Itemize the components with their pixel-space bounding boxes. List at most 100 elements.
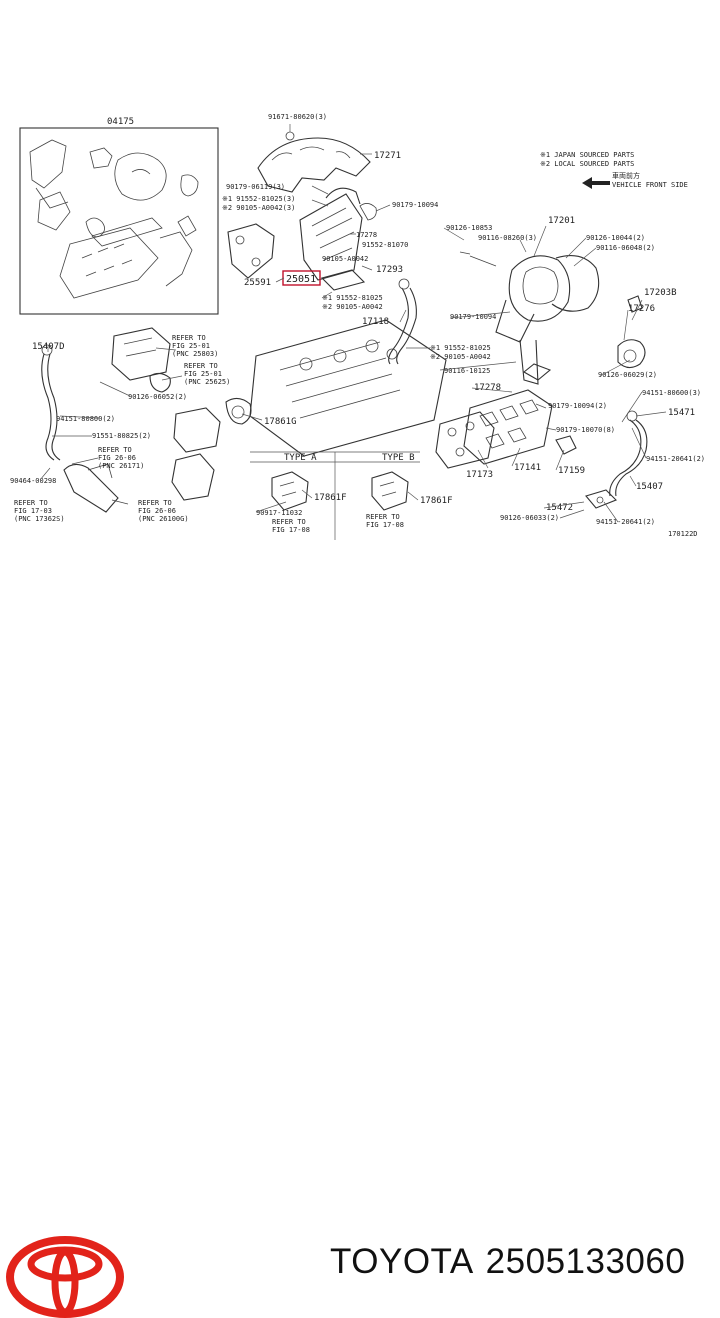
inset-label: 04175: [107, 117, 134, 127]
label-17276: 17276: [628, 304, 655, 314]
type-b-label: TYPE B: [382, 453, 415, 463]
legend-front: VEHICLE FRONT SIDE: [612, 181, 688, 189]
footer: TOYOTA 2505133060: [0, 610, 720, 1318]
inset-04175: 04175: [19, 117, 219, 315]
label-91552d: ※1 91552-81025: [430, 344, 491, 352]
label-90105b: 90105-A0042: [322, 255, 368, 263]
type-panels: TYPE A TYPE B: [250, 451, 420, 540]
ref1-b: FIG 25-01: [172, 342, 210, 350]
label-94151b: 94151-20641(2): [646, 455, 705, 463]
ref7-b: FIG 17-08: [366, 521, 404, 529]
label-91671: 91671-80620(3): [268, 113, 327, 121]
highlighted-part-25051: 25051: [282, 270, 321, 286]
label-90116a: 90116-08260(3): [478, 234, 537, 242]
label-91551: 91551-80825(2): [92, 432, 151, 440]
label-17203b: 17203B: [644, 288, 677, 298]
label-90105c: ※2 90105-A0042: [322, 303, 383, 311]
legend-local: ※2 LOCAL SOURCED PARTS: [540, 160, 634, 168]
label-15471: 15471: [668, 408, 695, 418]
label-17271: 17271: [374, 151, 401, 161]
label-17141: 17141: [514, 463, 541, 473]
legend: ※1 JAPAN SOURCED PARTS ※2 LOCAL SOURCED …: [540, 151, 688, 189]
ref2-a: REFER TO: [184, 362, 218, 370]
label-90116c: 90116-10125: [444, 367, 490, 375]
leader-lines: [39, 185, 667, 523]
oil-pipe-15407: [585, 410, 648, 509]
ref7-a: REFER TO: [366, 513, 400, 521]
label-90116b: 90116-06048(2): [596, 244, 655, 252]
label-17278b: 17278: [474, 383, 501, 393]
label-15472: 15472: [546, 503, 573, 513]
type-a-label: TYPE A: [284, 453, 317, 463]
ref1-c: (PNC 25803): [172, 350, 218, 358]
part-17159: [555, 435, 577, 455]
ref2-c: (PNC 25625): [184, 378, 230, 386]
front-arrow-icon: [582, 177, 610, 189]
label-17861g: 17861G: [264, 417, 297, 427]
label-94151d: 94151-80800(2): [56, 415, 115, 423]
label-17861f-b: 17861F: [420, 496, 453, 506]
toyota-logo-icon: [6, 1236, 124, 1318]
gasket-17173: [435, 411, 495, 469]
egr-assembly: [111, 327, 252, 501]
part-labels: 91671-80620(3) 17271 90179-06119(3) ※1 9…: [10, 113, 705, 538]
label-90917: 90917-11032: [256, 509, 302, 517]
ref6-a: REFER TO: [272, 518, 306, 526]
label-90126e: 90126-06052(2): [128, 393, 187, 401]
ref3-b: FIG 26-06: [98, 454, 136, 462]
label-17278a: 17278: [356, 231, 377, 239]
ref3-a: REFER TO: [98, 446, 132, 454]
ref2-b: FIG 25-01: [184, 370, 222, 378]
label-91552a: ※1 91552-81025(3): [222, 195, 295, 203]
label-90179e: 90179-10070(8): [556, 426, 615, 434]
label-90179b: 90179-10094: [392, 201, 438, 209]
legend-japan: ※1 JAPAN SOURCED PARTS: [540, 151, 634, 159]
label-17293: 17293: [376, 265, 403, 275]
label-90126d: 90126-06033(2): [500, 514, 559, 522]
ref4-c: (PNC 17362S): [14, 515, 65, 523]
ref6-b: FIG 17-08: [272, 526, 310, 534]
label-90179d: 90179-10094(2): [548, 402, 607, 410]
part-number: 2505133060: [485, 1242, 686, 1281]
label-90126b: 90126-10044(2): [586, 234, 645, 242]
label-25591: 25591: [244, 278, 271, 288]
label-17173: 17173: [466, 470, 493, 480]
label-90179a: 90179-06119(3): [226, 183, 285, 191]
label-90105a: ※2 90105-A0042(3): [222, 204, 295, 212]
flange-17203b: [617, 295, 646, 369]
cylinder-head: [249, 319, 447, 457]
heat-shield-upper: [257, 124, 372, 193]
pipe-17118: [386, 278, 417, 365]
label-17201: 17201: [548, 216, 575, 226]
bracket-25591: [227, 223, 275, 279]
label-90179c: 90179-10094: [450, 313, 496, 321]
legend-front-jp: 車両前方: [612, 171, 640, 180]
ref4-a: REFER TO: [14, 499, 48, 507]
label-94151a: 94151-80600(3): [642, 389, 701, 397]
turbocharger-17201: [459, 251, 600, 385]
label-91552b: 91552-81070: [362, 241, 408, 249]
exploded-parts-diagram: 04175 ※1 JAPAN SOURCED PARTS ※2 LOCAL SO…: [10, 113, 705, 540]
highlighted-part-label: 25051: [286, 274, 316, 285]
ref3-c: (PNC 26171): [98, 462, 144, 470]
label-90126a: 90126-10853: [446, 224, 492, 232]
ref4-b: FIG 17-03: [14, 507, 52, 515]
exhaust-manifold-converter: [299, 187, 377, 291]
label-90126c: 90126-06029(2): [598, 371, 657, 379]
ref5-a: REFER TO: [138, 499, 172, 507]
label-90464: 90464-00298: [10, 477, 56, 485]
label-90105d: ※2 90105-A0042: [430, 353, 491, 361]
label-94151c: 94151-20641(2): [596, 518, 655, 526]
brand-name: TOYOTA: [330, 1242, 474, 1281]
label-17118: 17118: [362, 317, 389, 327]
label-17861f-a: 17861F: [314, 493, 347, 503]
ref5-b: FIG 26-06: [138, 507, 176, 515]
drawing-code: 170122D: [668, 530, 698, 538]
brand-line: TOYOTA 2505133060: [330, 1242, 697, 1282]
ref1-a: REFER TO: [172, 334, 206, 342]
oil-pipe-15407d: [41, 344, 129, 513]
label-17159: 17159: [558, 466, 585, 476]
label-15407: 15407: [636, 482, 663, 492]
exhaust-manifold-17141: [463, 363, 553, 465]
ref5-c: (PNC 26100G): [138, 515, 189, 523]
